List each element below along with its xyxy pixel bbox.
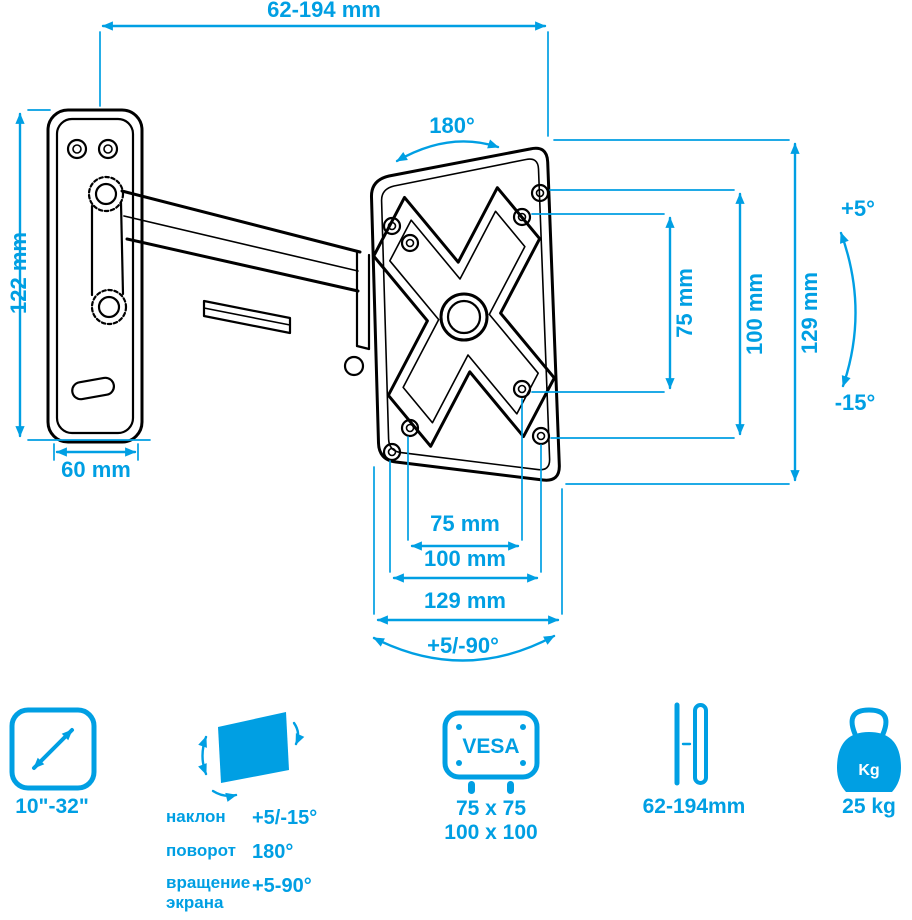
- dim-vesa-100-vertical-label: 100 mm: [742, 273, 767, 355]
- vesa-size-1: 75 x 75: [456, 797, 526, 820]
- spec-movement: наклон +5/-15° поворот 180° вращение экр…: [166, 712, 317, 912]
- spec-weight: Kg 25 kg: [837, 707, 901, 818]
- dimension-vesa-100-horizontal: 100 mm: [389, 444, 542, 583]
- dim-wall-plate-width-label: 60 mm: [61, 457, 131, 482]
- dimension-screen-rotation: +5/-90°: [372, 633, 556, 662]
- dimension-plate-height: 129 mm: [553, 139, 822, 485]
- weight-value: 25 kg: [842, 795, 896, 818]
- tilt-label: наклон: [166, 807, 226, 826]
- rotation-value: +5-90°: [252, 875, 312, 897]
- spec-wall-distance: 62-194mm: [643, 702, 746, 818]
- spec-vesa: VESA 75 x 75 100 x 100: [442, 710, 540, 844]
- screen-size-value: 10"-32": [15, 795, 89, 818]
- dim-swivel-180-label: 180°: [429, 113, 475, 138]
- dim-tilt-down-label: -15°: [835, 390, 876, 415]
- dimension-wall-plate-height: 122 mm: [6, 109, 151, 441]
- swivel-value: 180°: [252, 841, 293, 863]
- dim-vesa-75-vertical-label: 75 mm: [672, 268, 697, 338]
- tilt-value: +5/-15°: [252, 807, 317, 829]
- dimension-extension-range: 62-194 mm: [99, 0, 549, 137]
- dim-vesa-100-horizontal-label: 100 mm: [424, 546, 506, 571]
- tilt-screen-icon: [198, 712, 305, 802]
- vesa-plate: [369, 146, 561, 482]
- swivel-label: поворот: [166, 841, 236, 860]
- spec-screen-size: 10"-32": [9, 707, 97, 818]
- dim-tilt-up-label: +5°: [841, 196, 875, 221]
- dim-extension-range-label: 62-194 mm: [267, 0, 381, 22]
- dimension-vesa-75-horizontal: 75 mm: [407, 398, 523, 551]
- screen-size-icon: [9, 707, 97, 791]
- dim-plate-width-label: 129 mm: [424, 588, 506, 613]
- dim-screen-rotation-label: +5/-90°: [427, 633, 499, 658]
- dimension-swivel-180: 180°: [395, 113, 500, 163]
- dimension-tilt-range: +5° -15°: [835, 196, 876, 415]
- dimension-vesa-75-vertical: 75 mm: [531, 213, 697, 393]
- wall-plate: [46, 108, 144, 444]
- dimension-wall-plate-width: 60 mm: [53, 443, 139, 482]
- wall-distance-icon: [674, 702, 708, 786]
- weight-unit-text: Kg: [858, 762, 879, 779]
- dim-wall-plate-height-label: 122 mm: [6, 232, 31, 314]
- dim-plate-height-label: 129 mm: [797, 272, 822, 354]
- rotation-label-line1: вращение: [166, 873, 250, 892]
- vesa-icon: VESA: [442, 710, 540, 794]
- dim-vesa-75-horizontal-label: 75 mm: [430, 511, 500, 536]
- wall-distance-value: 62-194mm: [643, 795, 746, 818]
- vesa-size-2: 100 x 100: [444, 821, 537, 844]
- rotation-label-line2: экрана: [166, 893, 224, 912]
- vesa-badge-text: VESA: [462, 735, 519, 758]
- articulating-arm: [87, 175, 371, 377]
- weight-icon: Kg: [837, 707, 901, 792]
- dimension-vesa-100-vertical: 100 mm: [549, 189, 767, 439]
- dimension-plate-width: 129 mm: [373, 466, 563, 625]
